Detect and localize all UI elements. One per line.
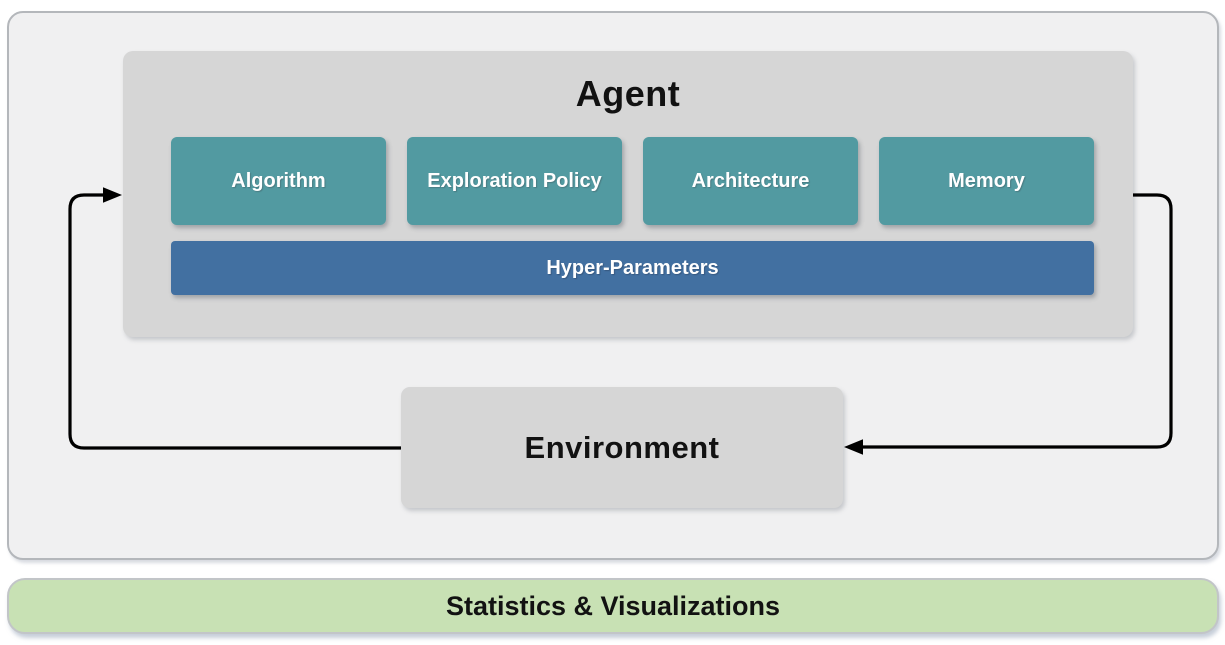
- agent-container: Agent Algorithm Exploration Policy Archi…: [123, 51, 1133, 337]
- agent-component-label: Architecture: [691, 169, 810, 192]
- agent-component-label: Memory: [948, 169, 1025, 192]
- agent-component-exploration-policy: Exploration Policy: [407, 137, 622, 225]
- environment-box: Environment: [401, 387, 843, 508]
- agent-component-architecture: Architecture: [643, 137, 858, 225]
- statistics-visualizations-bar: Statistics & Visualizations: [7, 578, 1219, 634]
- agent-component-memory: Memory: [879, 137, 1094, 225]
- agent-component-algorithm: Algorithm: [171, 137, 386, 225]
- agent-component-label: Exploration Policy: [427, 169, 602, 192]
- statistics-visualizations-label: Statistics & Visualizations: [445, 590, 781, 621]
- agent-component-label: Algorithm: [231, 169, 326, 192]
- agent-title: Agent: [575, 73, 681, 114]
- environment-label: Environment: [524, 429, 720, 465]
- hyper-parameters-bar: Hyper-Parameters: [171, 241, 1094, 295]
- hyper-parameters-label: Hyper-Parameters: [546, 256, 719, 279]
